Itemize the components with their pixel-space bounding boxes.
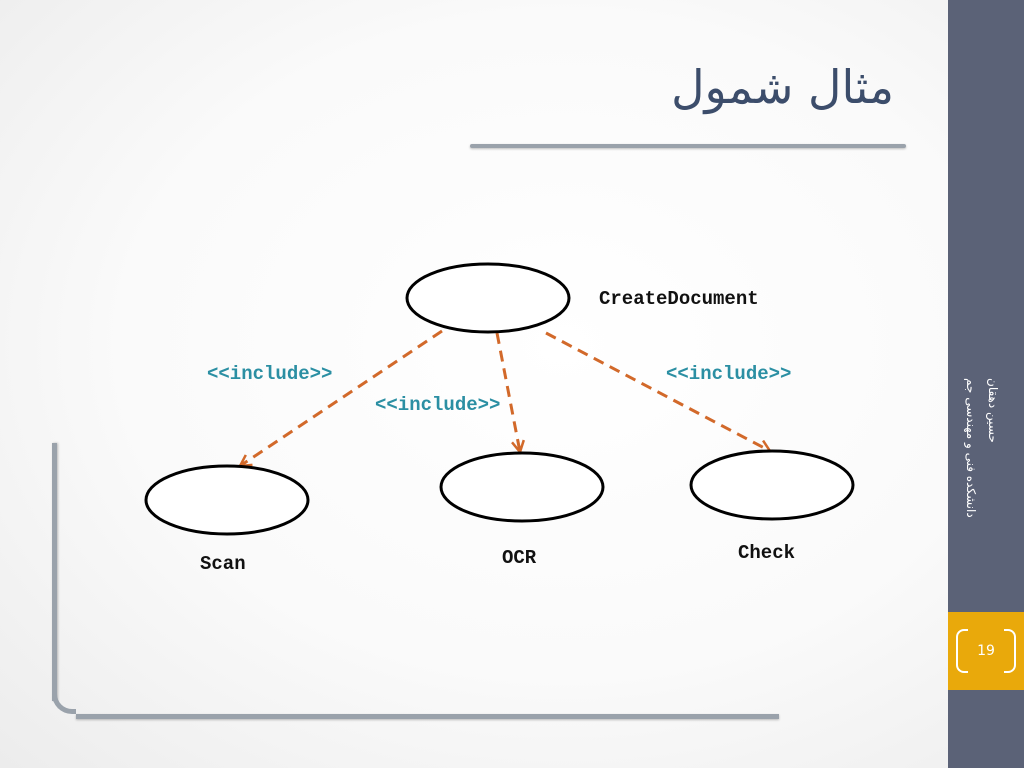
slide-title: مثال شمول	[671, 60, 894, 114]
include-label-middle: <<include>>	[375, 394, 500, 416]
page-number-band: 19	[948, 612, 1024, 690]
include-arrow-check	[545, 331, 770, 451]
frame-left-line	[52, 443, 57, 701]
label-create-document: CreateDocument	[599, 288, 759, 310]
sidebar-faculty: دانشکده فنی و مهندسی جم	[964, 378, 978, 518]
bracket-right	[1004, 629, 1016, 673]
include-label-right: <<include>>	[666, 363, 791, 385]
page-number-box: 19	[956, 629, 1016, 673]
bracket-left	[956, 629, 968, 673]
usecase-create-document	[405, 262, 571, 334]
page-number: 19	[977, 643, 995, 659]
label-scan: Scan	[200, 553, 246, 575]
include-arrow-scan	[240, 329, 443, 466]
include-label-left: <<include>>	[207, 363, 332, 385]
label-check: Check	[738, 542, 795, 564]
label-ocr: OCR	[502, 547, 537, 569]
frame-bottom-line	[76, 714, 779, 719]
usecase-check	[689, 449, 855, 521]
usecase-scan	[144, 464, 310, 536]
usecase-ocr	[439, 451, 605, 523]
include-arrow-ocr	[495, 332, 520, 452]
frame-corner	[52, 690, 76, 714]
sidebar-author-name: حسین دهقان	[986, 378, 1000, 443]
title-underline	[470, 144, 906, 148]
use-case-diagram: CreateDocument Scan OCR Check <<include>…	[144, 262, 855, 575]
sidebar-author-text: حسین دهقان دانشکده فنی و مهندسی جم	[960, 378, 1004, 518]
